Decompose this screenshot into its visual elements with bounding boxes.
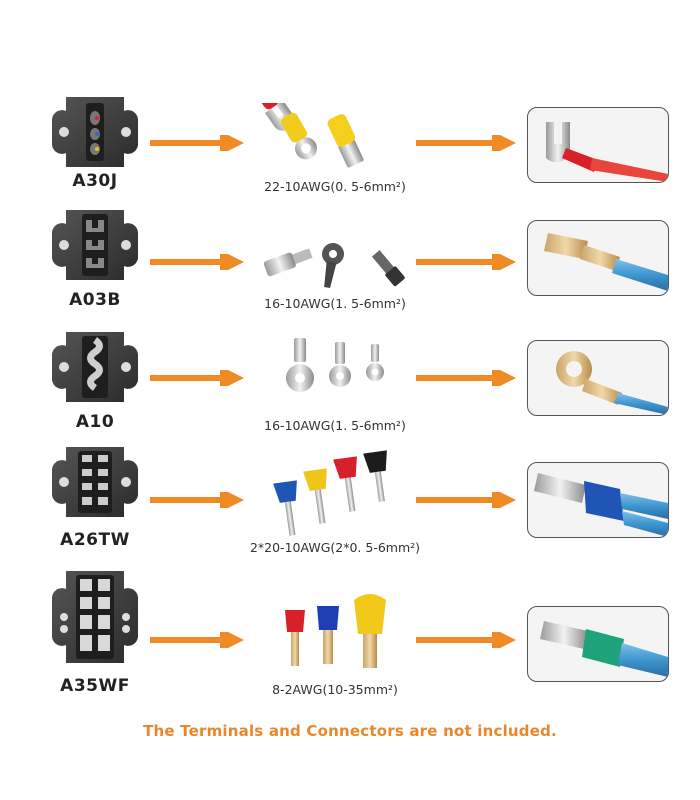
footer-notice: The Terminals and Connectors are not inc… (143, 722, 557, 740)
arrow-right-icon (416, 254, 516, 270)
row-a30j: A30J 22-10AWG(0. 5-6mm²) (0, 97, 700, 227)
crimp-die-icon (52, 210, 138, 280)
die-model-label: A03B (69, 290, 121, 310)
terminal-icon (254, 103, 364, 168)
arrow-right-icon (150, 370, 244, 386)
arrow-right-icon (150, 492, 244, 508)
die-model-label: A30J (72, 171, 118, 191)
terminal-icon (273, 450, 387, 536)
die-model-label: A35WF (60, 676, 130, 696)
crimp-die-icon (52, 97, 138, 167)
awg-spec: 16-10AWG(1. 5-6mm²) (264, 296, 406, 311)
arrow-right-icon (150, 632, 244, 648)
crimp-die-icon (52, 447, 138, 517)
crimped-terminal-photo (527, 606, 669, 682)
arrow-right-icon (416, 632, 516, 648)
terminal-icon (285, 594, 386, 668)
row-a26tw: A26TW 2*20-10AWG(2*0. 5-6mm²) (0, 447, 700, 580)
arrow-right-icon (150, 254, 244, 270)
die-model-label: A26TW (60, 530, 130, 550)
row-a10: A10 16-10AWG(1. 5-6mm²) (0, 332, 700, 462)
terminal-icon (263, 243, 405, 289)
awg-spec: 2*20-10AWG(2*0. 5-6mm²) (249, 540, 421, 555)
arrow-right-icon (416, 370, 516, 386)
crimped-terminal-photo (527, 462, 669, 538)
crimp-die-icon (52, 332, 138, 402)
arrow-right-icon (416, 135, 516, 151)
crimped-terminal-photo (527, 340, 669, 416)
awg-spec: 22-10AWG(0. 5-6mm²) (264, 179, 406, 194)
arrow-right-icon (416, 492, 516, 508)
terminal-icon (286, 338, 384, 392)
row-a35wf: A35WF 8-2AWG(10-35mm²) (0, 571, 700, 706)
crimped-terminal-photo (527, 107, 669, 183)
crimped-terminal-photo (527, 220, 669, 296)
row-a03b: A03B 16-10AWG(1. 5-6mm²) (0, 210, 700, 340)
awg-spec: 8-2AWG(10-35mm²) (272, 682, 398, 697)
arrow-right-icon (150, 135, 244, 151)
awg-spec: 16-10AWG(1. 5-6mm²) (264, 418, 406, 433)
die-model-label: A10 (75, 412, 115, 432)
crimp-die-icon (52, 571, 138, 663)
